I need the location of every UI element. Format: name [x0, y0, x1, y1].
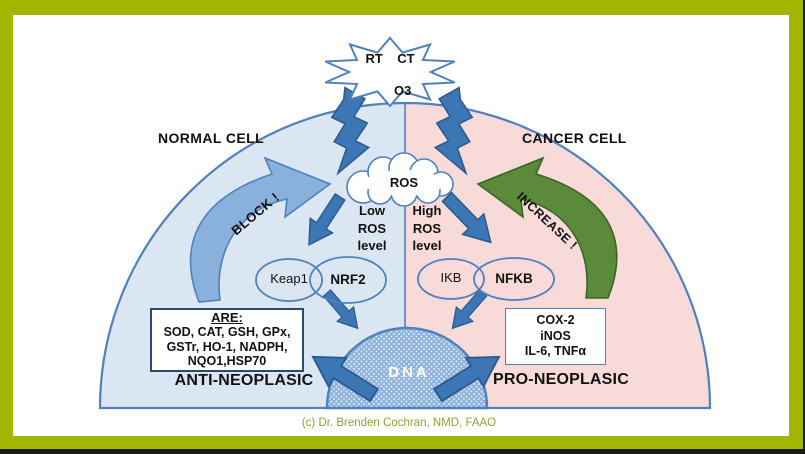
cancer-cell-half	[405, 103, 710, 408]
cox-box-body: COX-2 iNOS IL-6, TNFα	[524, 313, 587, 358]
keap1-label: Keap1	[270, 271, 308, 286]
cox-genes-box: COX-2 iNOS IL-6, TNFα	[505, 308, 606, 365]
nfkb-label: NFKB	[495, 271, 533, 286]
trigger-line2: O3	[393, 83, 412, 98]
are-box-title: ARE:	[211, 310, 243, 325]
are-genes-box: ARE: SOD, CAT, GSH, GPx, GSTr, HO-1, NAD…	[150, 308, 304, 372]
trigger-starburst	[324, 36, 456, 108]
pro-neoplasic-label: PRO-NEOPLASIC	[493, 371, 629, 388]
increase-curved-arrow	[476, 156, 618, 299]
dna-label: DNA	[388, 364, 430, 381]
are-box-body: SOD, CAT, GSH, GPx, GSTr, HO-1, NADPH, N…	[163, 325, 291, 368]
copyright-caption: (c) Dr. Brenden Cochran, NMD, FAAO	[301, 417, 497, 429]
cancer-cell-title: CANCER CELL	[522, 130, 627, 146]
high-ros-level-label: High ROS level	[412, 203, 442, 253]
low-ros-level-label: Low ROS level	[357, 203, 387, 253]
ros-cloud	[346, 152, 454, 207]
nrf2-oval	[309, 256, 387, 304]
block-curved-arrow	[189, 156, 332, 303]
semicircle-outline	[98, 101, 712, 410]
trigger-line1: RT CT	[365, 51, 415, 66]
nrf2-label: NRF2	[330, 272, 366, 287]
ros-label: ROS	[389, 175, 419, 190]
normal-cell-title: NORMAL CELL	[158, 130, 265, 146]
anti-neoplasic-label: ANTI-NEOPLASIC	[174, 372, 314, 389]
trigger-label: RT CT O3	[340, 51, 440, 99]
ikb-oval	[417, 258, 485, 300]
keap1-oval	[255, 258, 323, 302]
ikb-label: IKB	[440, 270, 462, 285]
nfkb-oval	[473, 257, 555, 301]
